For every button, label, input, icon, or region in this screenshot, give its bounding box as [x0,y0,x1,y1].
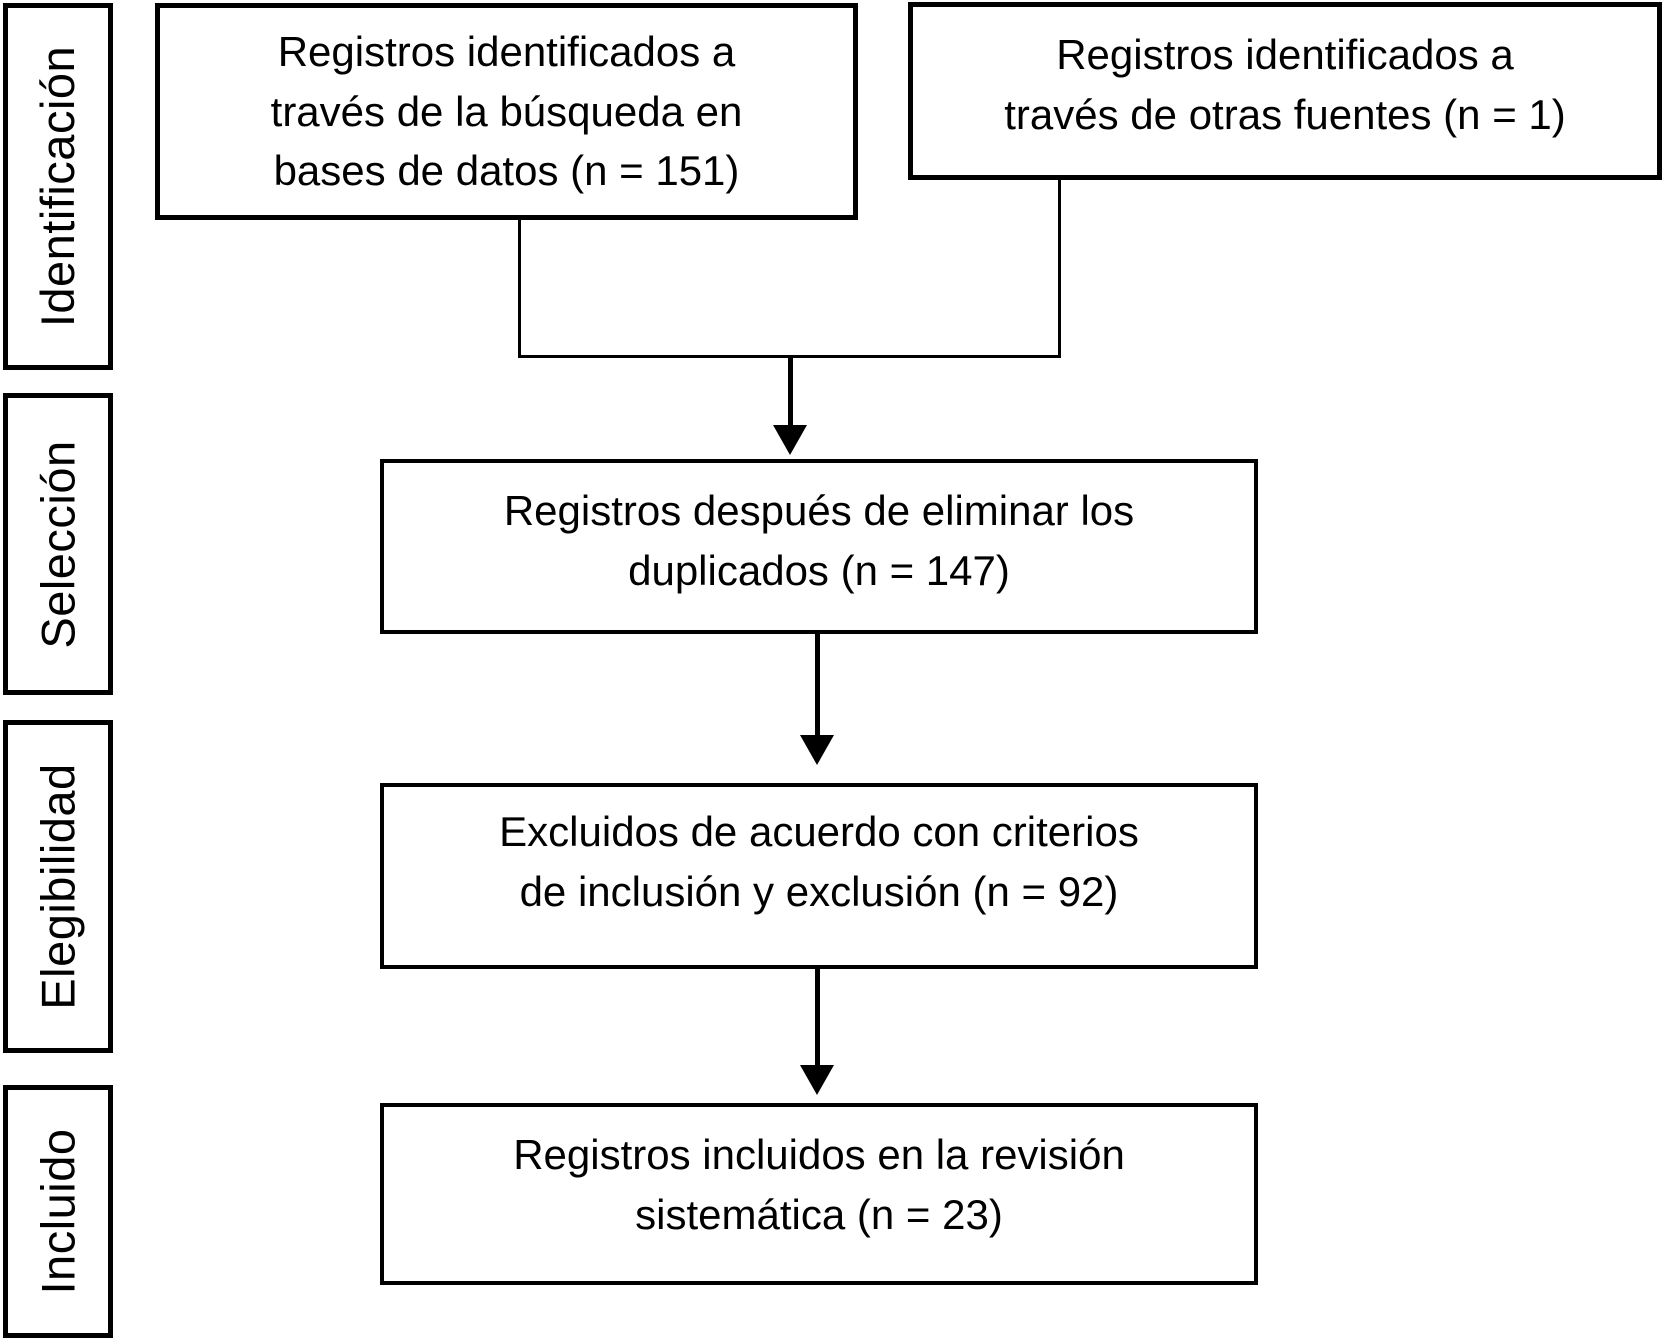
node-text-line: través de otras fuentes (n = 1) [1004,91,1566,138]
node-text-line: Registros incluidos en la revisión [513,1131,1125,1179]
node-included-systematic-review: Registros incluidos en la revisión siste… [380,1103,1258,1285]
node-excluded-by-criteria: Excluidos de acuerdo con criterios de in… [380,783,1258,969]
stage-label-elegibilidad: Elegibilidad [31,763,85,1010]
node-after-duplicates-removed: Registros después de eliminar los duplic… [380,459,1258,634]
stage-label-incluido: Incluido [31,1128,85,1295]
connector-merge-horizontal-line [518,355,1061,358]
down-arrow-1-head-icon [773,425,807,455]
connector-other-sources-down-line [1058,180,1061,358]
stage-box-elegibilidad: Elegibilidad [3,720,113,1053]
node-text-line: través de la búsqueda en [270,87,743,135]
down-arrow-2-head-icon [800,735,834,765]
node-text-line: bases de datos (n = 151) [273,147,740,195]
node-text-line: sistemática (n = 23) [635,1191,1003,1238]
stage-box-incluido: Incluido [3,1085,113,1338]
node-text-line: Registros identificados a [1056,31,1514,79]
stage-box-seleccion: Selección [3,393,113,695]
stage-label-seleccion: Selección [31,439,85,649]
node-text-line: Registros identificados a [277,28,736,76]
node-text-line: duplicados (n = 147) [628,546,1010,594]
stage-label-identificacion: Identificación [31,45,85,328]
down-arrow-3-stem [815,969,820,1065]
node-text-line: Registros después de eliminar los [503,486,1135,534]
down-arrow-3-head-icon [800,1065,834,1095]
node-identified-other-sources: Registros identificados a través de otra… [908,2,1662,180]
node-text-line: de inclusión y exclusión (n = 92) [519,868,1119,915]
node-identified-databases: Registros identificados a través de la b… [155,3,858,220]
node-text-line: Excluidos de acuerdo con criterios [499,808,1139,856]
connector-databases-down-line [518,220,521,358]
stage-box-identificacion: Identificación [3,3,113,370]
down-arrow-1-stem [788,358,793,425]
down-arrow-2-stem [815,634,820,735]
